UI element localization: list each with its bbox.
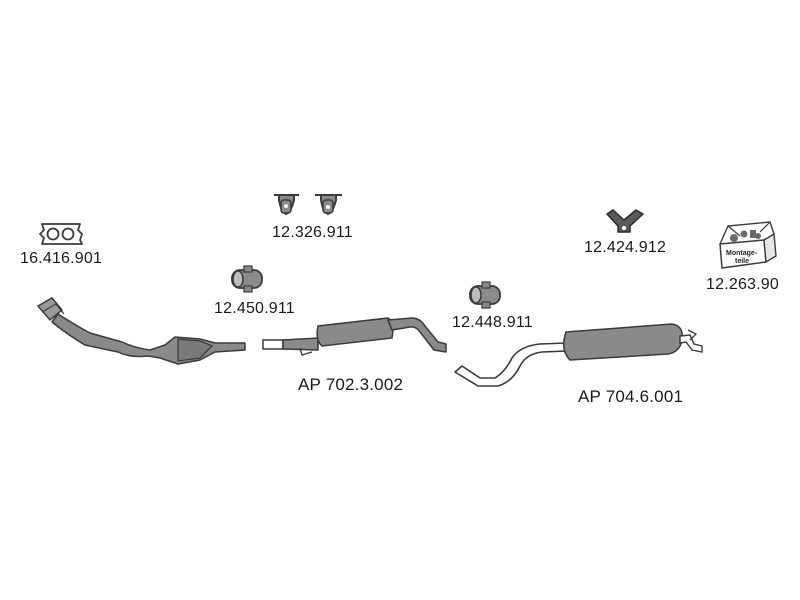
part-number-gasket: 16.416.901 bbox=[20, 250, 103, 267]
middle-silencer-icon bbox=[262, 317, 447, 356]
part-number-rear-hanger: 12.424.912 bbox=[584, 239, 667, 256]
rubber-mount-icon bbox=[274, 194, 299, 216]
part-number-middle-clamp: 12.448.911 bbox=[452, 314, 533, 331]
mounting-kit-box-icon: Montage- teile bbox=[719, 221, 777, 269]
hanger-icon bbox=[606, 209, 644, 233]
part-number-front-clamp: 12.450.911 bbox=[214, 300, 295, 317]
part-number-middle-silencer: AP 702.3.002 bbox=[298, 375, 404, 394]
part-number-rubber-mounts: 12.326.911 bbox=[272, 224, 353, 241]
front-pipe-icon bbox=[36, 297, 246, 365]
box-label-line1: Montage- bbox=[726, 250, 758, 257]
part-number-mounting-kit: 12.263.90 bbox=[706, 276, 779, 293]
clamp-icon bbox=[231, 265, 263, 293]
part-number-rear-silencer: AP 704.6.001 bbox=[578, 387, 684, 406]
clamp-icon bbox=[469, 281, 501, 309]
gasket-icon bbox=[39, 223, 83, 245]
box-label-line2: teile bbox=[735, 258, 749, 265]
rear-silencer-icon bbox=[454, 323, 703, 387]
rubber-mount-icon bbox=[315, 194, 342, 216]
